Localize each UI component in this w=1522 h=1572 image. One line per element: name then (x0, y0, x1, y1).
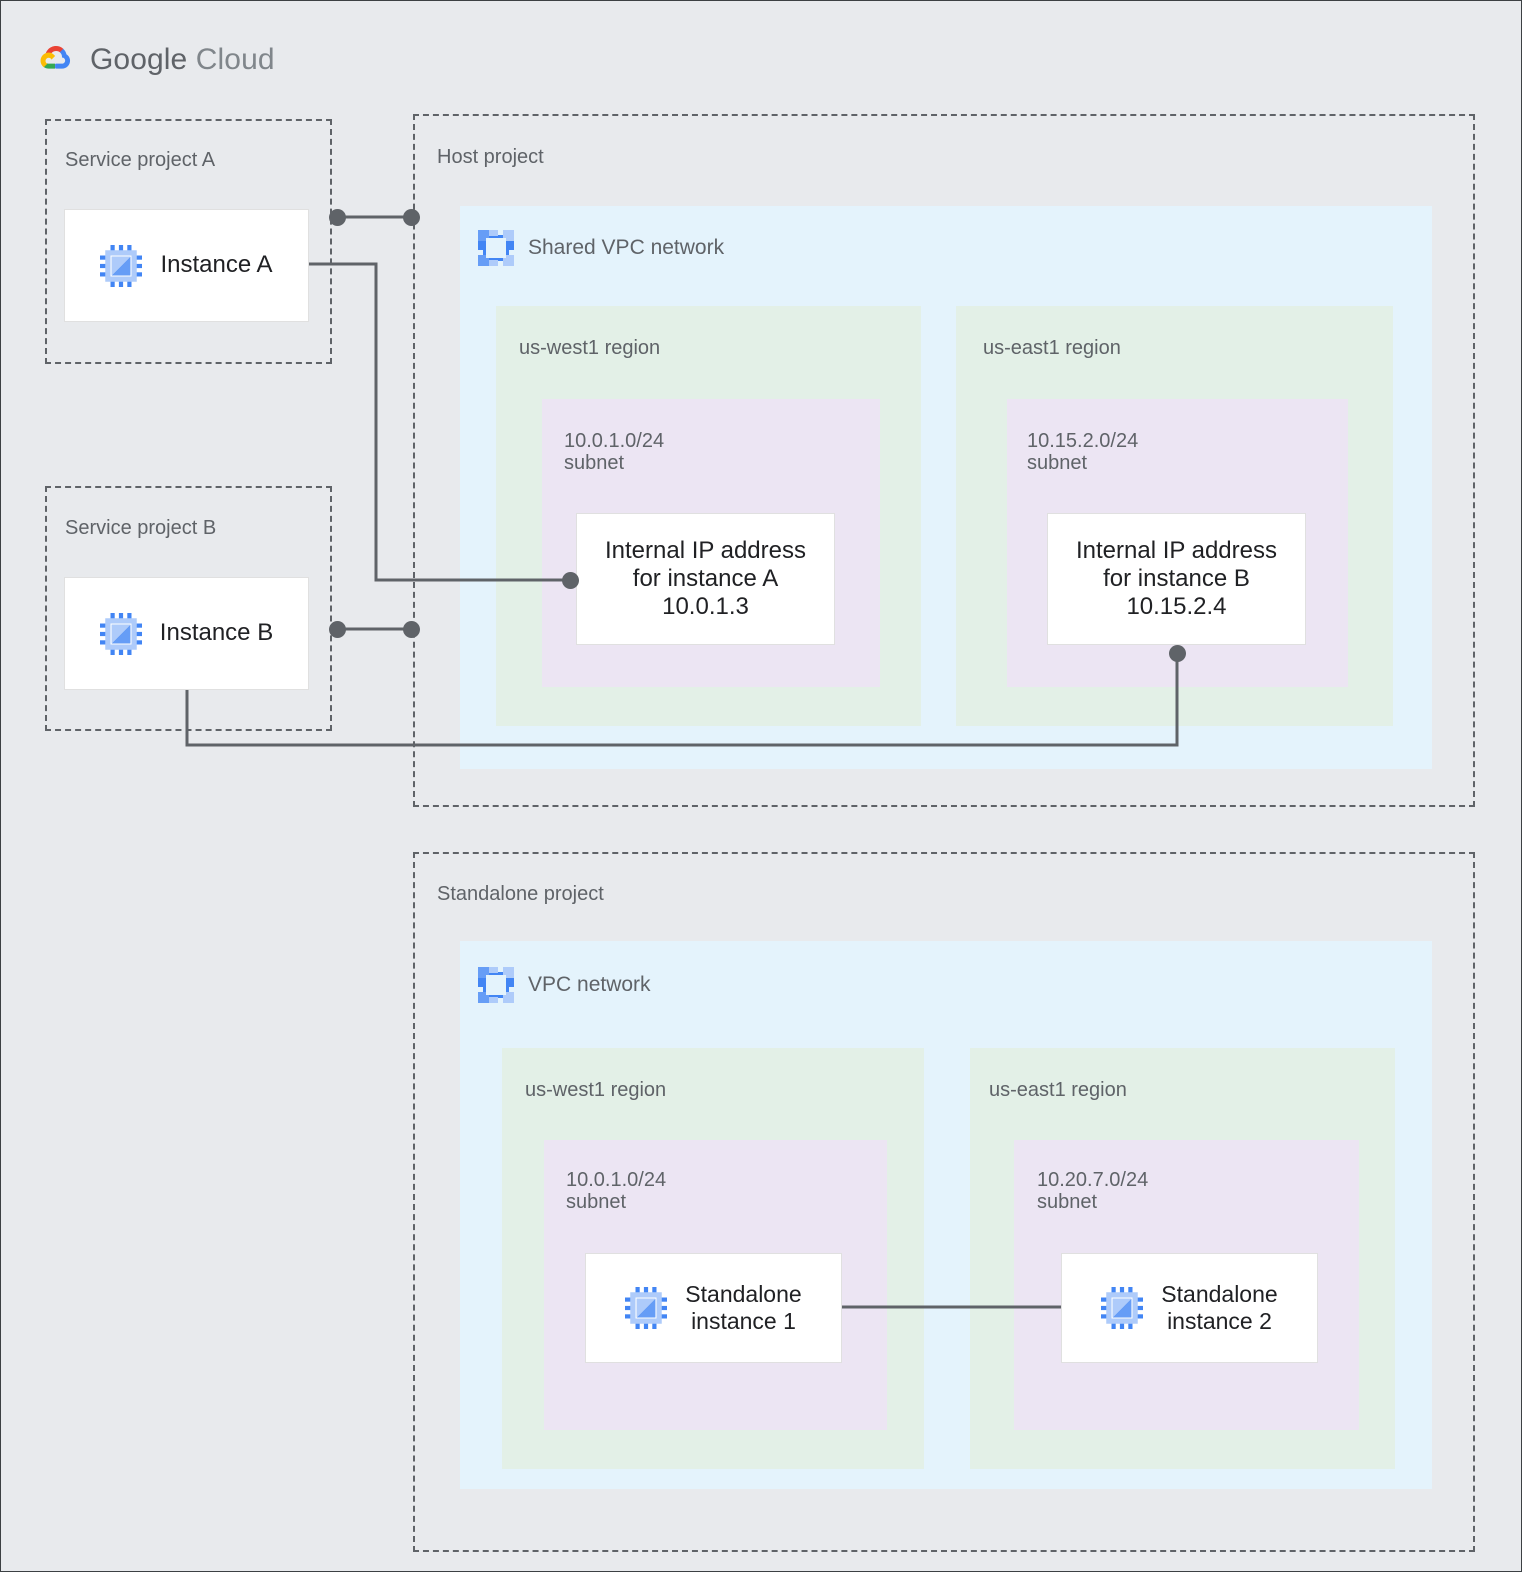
standalone-region-us-west1-label: us-west1 region (525, 1079, 667, 1101)
service-project-a-boundary (45, 119, 332, 364)
service-project-a-label: Service project A (65, 149, 216, 171)
standalone-instance-1-card[interactable]: Standalone instance 1 (585, 1253, 842, 1363)
compute-instance-icon (1101, 1287, 1144, 1329)
brand-name: Google Cloud (90, 43, 275, 77)
connector-dot-instance-b-left (329, 621, 346, 638)
connector-dot-internal-ip-a (562, 572, 579, 589)
vpc-network-icon (478, 230, 514, 266)
host-subnet-10-0-1-0-24-label: 10.0.1.0/24 subnet (564, 430, 665, 475)
shared-vpc-network-header: Shared VPC network (478, 230, 724, 266)
host-subnet-10-15-2-0-24-label: 10.15.2.0/24 subnet (1027, 430, 1139, 475)
instance-b-card[interactable]: Instance B (64, 577, 309, 690)
google-cloud-logo-icon (40, 46, 71, 69)
connector-dot-internal-ip-b (1169, 645, 1186, 662)
standalone-subnet-10-0-1-0-24-label: 10.0.1.0/24 subnet (566, 1169, 667, 1214)
standalone-instance-2-card[interactable]: Standalone instance 2 (1061, 1253, 1318, 1363)
instance-a-card[interactable]: Instance A (64, 209, 309, 322)
service-project-b-label: Service project B (65, 517, 217, 539)
host-region-us-west1-label: us-west1 region (519, 337, 661, 359)
standalone-project-label: Standalone project (437, 883, 604, 905)
internal-ip-instance-b-label: Internal IP address for instance B 10.15… (1075, 536, 1277, 621)
standalone-instance-2-label: Standalone instance 2 (1161, 1281, 1278, 1334)
connector-dot-instance-a-left (329, 209, 346, 226)
standalone-project-boundary (413, 852, 1475, 1552)
internal-ip-instance-a-label: Internal IP address for instance A 10.0.… (604, 536, 806, 621)
connector-dot-instance-b-right (403, 621, 420, 638)
instance-a-label: Instance A (160, 251, 273, 279)
vpc-network-icon (478, 967, 514, 1003)
internal-ip-instance-b-card: Internal IP address for instance B 10.15… (1047, 513, 1306, 645)
connector-dot-instance-a-right (403, 209, 420, 226)
internal-ip-instance-a-card: Internal IP address for instance A 10.0.… (576, 513, 835, 645)
shared-vpc-network-title: Shared VPC network (528, 236, 725, 259)
host-project-label: Host project (437, 146, 544, 168)
vpc-network-title: VPC network (528, 973, 651, 996)
standalone-instance-1-label: Standalone instance 1 (685, 1281, 802, 1334)
instance-b-label: Instance B (159, 619, 274, 647)
google-cloud-logo: Google Cloud (34, 39, 275, 81)
compute-instance-icon (100, 244, 143, 287)
vpc-network-header: VPC network (478, 967, 651, 1003)
brand-name-cloud: Cloud (195, 43, 275, 76)
brand-name-google: Google (90, 43, 188, 76)
compute-instance-icon (625, 1287, 668, 1329)
compute-instance-icon (99, 612, 142, 655)
standalone-subnet-10-20-7-0-24-label: 10.20.7.0/24 subnet (1037, 1169, 1149, 1214)
host-region-us-east1-label: us-east1 region (983, 337, 1121, 359)
standalone-region-us-east1-label: us-east1 region (989, 1079, 1127, 1101)
